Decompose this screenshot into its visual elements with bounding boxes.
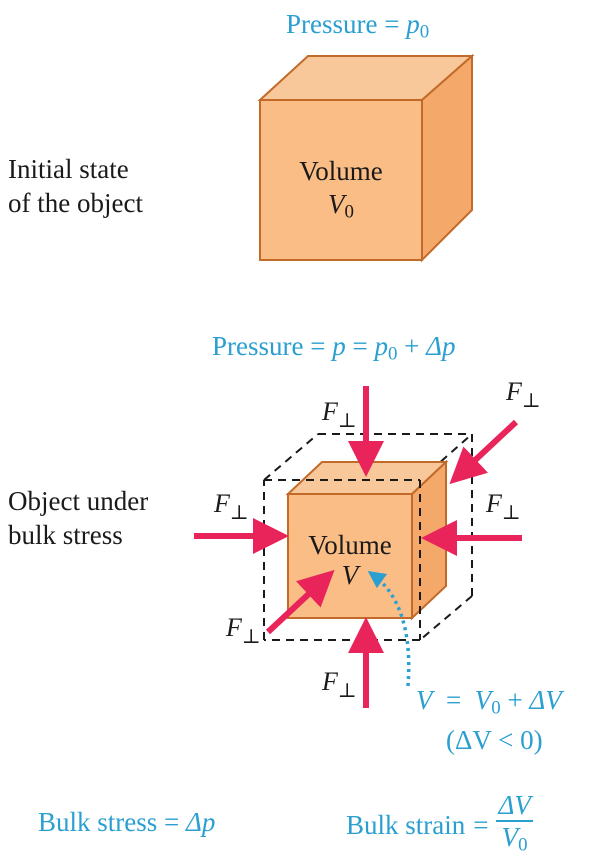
initial-state-caption: Initial state of the object — [8, 152, 143, 220]
bulk-stress-formula: Bulk stress = Δp — [38, 807, 216, 837]
bulk-strain-label: Bulk strain — [346, 810, 466, 841]
svg-text:F⊥: F⊥ — [505, 377, 541, 412]
stressed-caption-line1: Object under — [8, 486, 149, 516]
svg-text:F⊥: F⊥ — [213, 489, 249, 524]
bulk-stress-value: Δp — [186, 807, 216, 837]
stressed-volume-symbol: V — [341, 560, 359, 590]
stressed-pressure-p: p — [332, 331, 346, 361]
volume-condition: (ΔV < 0) — [446, 724, 543, 756]
initial-pressure-label: Pressure = p0 — [286, 8, 429, 49]
bulk-strain-den-sub: 0 — [518, 834, 528, 856]
svg-text:F⊥: F⊥ — [321, 667, 357, 702]
force-arrows — [194, 386, 522, 708]
initial-volume-symbol: V — [328, 189, 345, 219]
volume-equation: V = V0 + ΔV — [416, 685, 562, 719]
equals-sign: = — [384, 9, 400, 39]
bulk-strain-den-symbol: V — [501, 822, 519, 852]
stressed-delta-p: Δp — [426, 331, 456, 361]
force-labels: F⊥ F⊥ F⊥ F⊥ F⊥ F⊥ — [213, 377, 541, 702]
volume-eq-V0: V — [474, 685, 492, 715]
stressed-pressure-sub: 0 — [387, 343, 398, 365]
volume-eq-sub: 0 — [491, 697, 501, 719]
bulk-strain-formula: Bulk strain = ΔV V0 — [346, 790, 533, 861]
volume-eq-V: V — [416, 685, 433, 715]
initial-volume-label: Volume V0 — [260, 155, 422, 229]
initial-caption-line1: Initial state — [8, 154, 129, 184]
pressure-symbol: p — [406, 9, 420, 39]
svg-text:F⊥: F⊥ — [485, 489, 521, 524]
volume-eq-dV: ΔV — [529, 685, 562, 715]
pressure-subscript: 0 — [419, 21, 430, 43]
volume-condition-text: (ΔV < 0) — [446, 725, 543, 755]
svg-text:F⊥: F⊥ — [225, 613, 261, 648]
bulk-strain-fraction: ΔV V0 — [496, 790, 533, 861]
stressed-volume-label: Volume V — [288, 530, 412, 590]
bulk-strain-numerator: ΔV — [496, 790, 533, 822]
svg-text:F⊥: F⊥ — [321, 397, 357, 432]
initial-volume-subscript: 0 — [344, 201, 354, 223]
stressed-pressure-label: Pressure = p = p0 + Δp — [212, 331, 456, 365]
initial-volume-word: Volume — [299, 156, 383, 186]
cube-front-face — [259, 99, 423, 261]
stressed-plus: + — [404, 331, 420, 361]
bulk-stress-label: Bulk stress — [38, 807, 158, 837]
pressure-word: Pressure — [286, 9, 378, 39]
stressed-pressure-word: Pressure — [212, 331, 304, 361]
initial-cube — [257, 53, 475, 263]
stressed-caption: Object under bulk stress — [8, 484, 148, 552]
force-arrow-top-right — [449, 419, 519, 485]
stressed-caption-line2: bulk stress — [8, 520, 123, 550]
initial-caption-line2: of the object — [8, 188, 143, 218]
stressed-diagram: F⊥ F⊥ F⊥ F⊥ F⊥ F⊥ — [194, 377, 541, 708]
stressed-volume-word: Volume — [308, 530, 392, 560]
stressed-pressure-p0: p — [374, 331, 388, 361]
force-arrow-bottom-left — [265, 569, 335, 635]
